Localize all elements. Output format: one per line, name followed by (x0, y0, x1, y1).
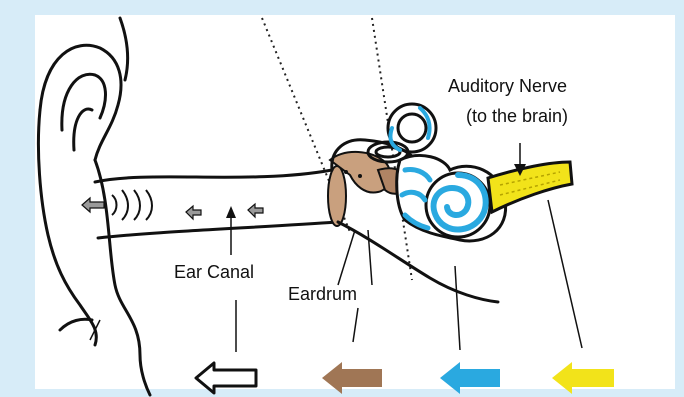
auditory-nerve-label: Auditory Nerve (448, 76, 567, 96)
side-strip (0, 180, 35, 397)
to-the-brain-label: (to the brain) (466, 106, 568, 126)
ear-canal-label: Ear Canal (174, 262, 254, 282)
eardrum-label: Eardrum (288, 284, 357, 304)
